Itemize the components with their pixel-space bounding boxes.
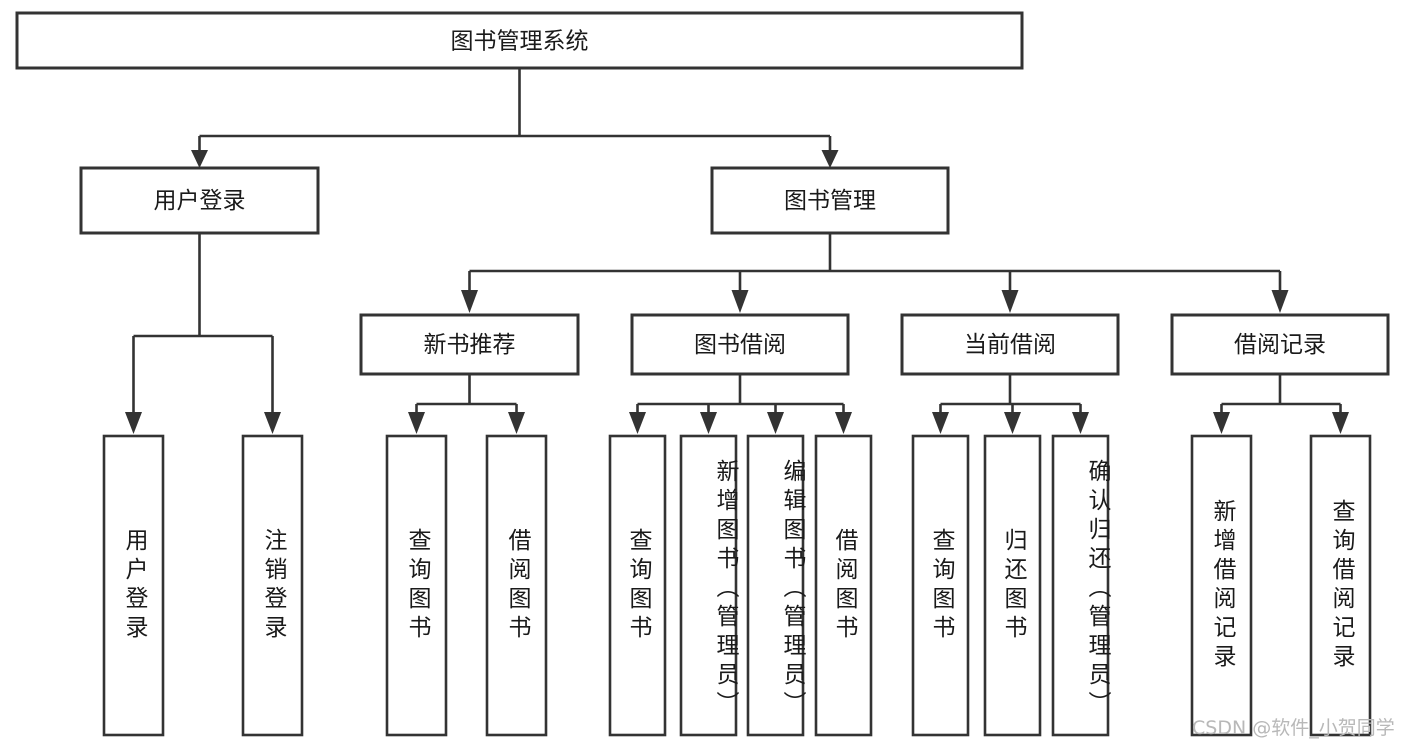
- node-label: 借阅记录: [1234, 332, 1326, 358]
- arrow-head-icon: [932, 412, 949, 434]
- arrow-head-icon: [264, 412, 281, 434]
- csdn-watermark: CSDN @软件_小贺同学: [1192, 717, 1395, 739]
- arrow-head-icon: [125, 412, 142, 434]
- arrow-head-icon: [1271, 290, 1289, 313]
- node-book-management-system[interactable]: 图书管理系统: [15, 11, 1024, 70]
- leaf-node-edit-book-admin[interactable]: [746, 434, 805, 737]
- node-book-management[interactable]: 图书管理: [710, 166, 950, 235]
- arrow-head-icon: [191, 150, 208, 168]
- leaf-node-borrow-book-new[interactable]: [485, 434, 548, 737]
- edges-layer: [125, 68, 1349, 434]
- node-label: 新书推荐: [424, 332, 516, 358]
- node-label: 图书管理: [784, 188, 876, 214]
- node-current-borrowing[interactable]: 当前借阅: [900, 313, 1120, 376]
- arrow-head-icon: [1213, 412, 1230, 434]
- leaf-node-query-book-new[interactable]: [385, 434, 448, 737]
- node-book-borrowing[interactable]: 图书借阅: [630, 313, 850, 376]
- node-label: 当前借阅: [964, 332, 1056, 358]
- leaf-node-confirm-return-admin[interactable]: [1051, 434, 1110, 737]
- node-new-book-recommend[interactable]: 新书推荐: [359, 313, 580, 376]
- nodes-layer: 图书管理系统 用户登录 图书管理 新书推荐 图书借阅 当前: [15, 11, 1390, 737]
- leaf-node-add-book-admin[interactable]: [679, 434, 738, 737]
- node-label: 图书借阅: [694, 332, 786, 358]
- leaf-node-add-borrow-record[interactable]: [1190, 434, 1253, 737]
- node-label: 用户登录: [154, 188, 246, 214]
- node-user-login[interactable]: 用户登录: [79, 166, 320, 235]
- arrow-head-icon: [835, 412, 852, 434]
- arrow-head-icon: [1004, 412, 1021, 434]
- node-borrow-records[interactable]: 借阅记录: [1170, 313, 1390, 376]
- leaf-node-query-book-current[interactable]: [911, 434, 970, 737]
- node-label: 图书管理系统: [451, 29, 589, 55]
- arrow-head-icon: [700, 412, 717, 434]
- arrow-head-icon: [508, 412, 525, 434]
- arrow-head-icon: [731, 290, 749, 313]
- arrow-head-icon: [1332, 412, 1349, 434]
- arrow-head-icon: [1001, 290, 1019, 313]
- arrow-head-icon: [1072, 412, 1089, 434]
- arrow-head-icon: [629, 412, 646, 434]
- arrow-head-icon: [408, 412, 425, 434]
- leaf-node-query-book-borrow[interactable]: [608, 434, 667, 737]
- arrow-head-icon: [821, 150, 839, 168]
- leaf-node-lend-book[interactable]: [814, 434, 873, 737]
- arrow-head-icon: [767, 412, 784, 434]
- leaf-node-user-login[interactable]: [102, 434, 165, 737]
- arrow-head-icon: [461, 290, 478, 313]
- leaf-node-query-borrow-record[interactable]: [1309, 434, 1372, 737]
- leaf-node-logout[interactable]: [241, 434, 304, 737]
- leaf-node-return-book[interactable]: [983, 434, 1042, 737]
